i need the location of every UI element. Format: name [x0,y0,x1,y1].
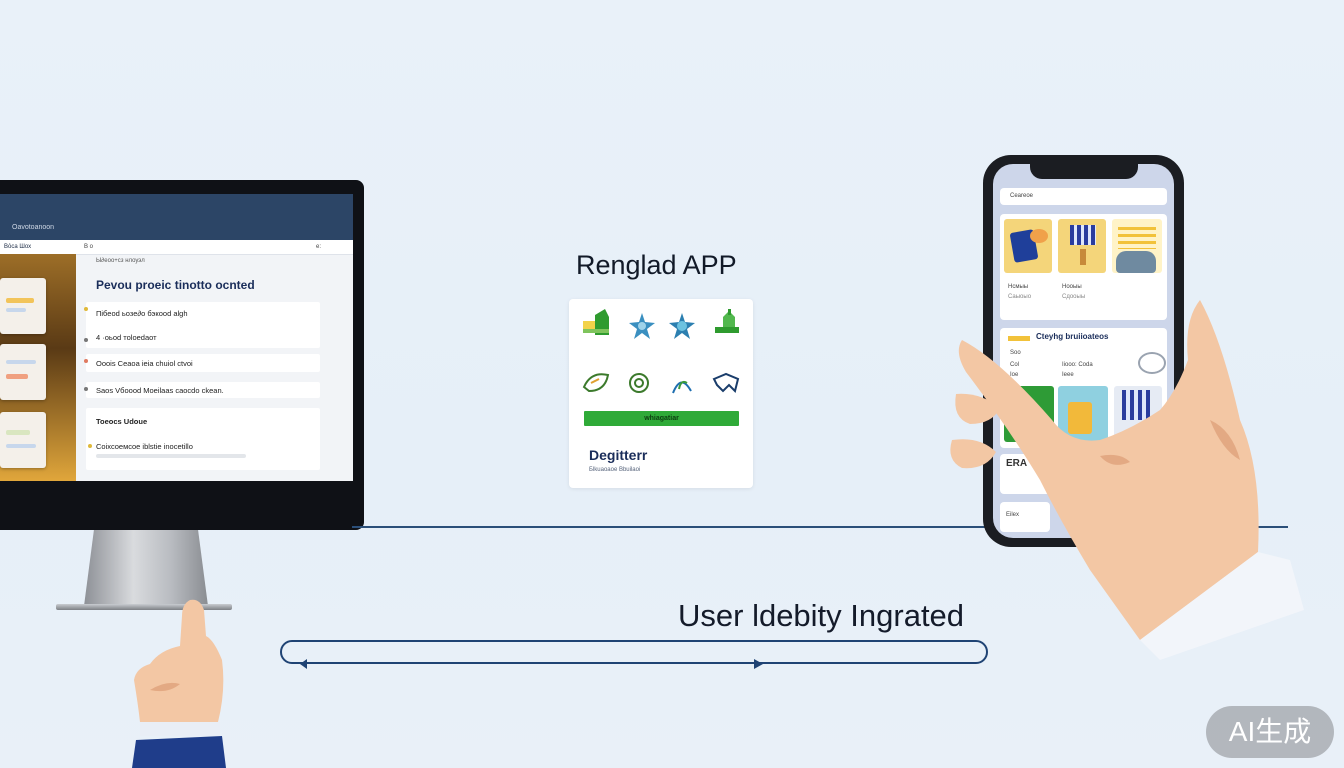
phone-section-title: Cteyhg bruiioateos [1036,332,1109,341]
app-title: Renglad APP [576,250,737,280]
main-header-left: В о [84,244,94,250]
list-item-label: Coixcoeмcoe iblstie inocetillo [96,442,193,451]
tile-label: Нооыы [1062,284,1082,290]
tile-label: Нсмыы [1008,284,1029,290]
product-tile[interactable] [1112,219,1162,273]
list-item[interactable]: Ooois Ceaoa ieia chuiol ctvoi [84,354,320,372]
list-section[interactable]: Toeocs Udoue Coixcoeмcoe iblstie inoceti… [86,408,320,470]
list-item: Coixcoeмcoe iblstie inocetillo [88,442,193,451]
phone-search-text: Сeаreoe [1010,193,1034,199]
cap-icon[interactable] [711,369,741,399]
list-item-label: Saos Vбоооd Moeilaas caocdo ckean. [96,386,224,395]
phone-bottom-label: ERA [1006,458,1028,469]
bullet-dot [84,338,88,342]
star-cluster-icon[interactable] [667,311,697,341]
sync-loop-line [280,640,988,664]
desktop-brand: Оаvοtoаnоοn [12,224,55,231]
sidebar-thumbnail[interactable] [0,344,46,400]
card-title: Degitterr [589,447,648,463]
desktop-main-panel: В о е: Ы∂еоо+сз нлоуэл Pevou proeic tino… [76,240,353,481]
sprout-icon[interactable] [667,369,697,399]
left-arrow-icon [300,659,307,669]
phone-notch [1030,162,1138,179]
list-item-label: Пiбеоd ьозе∂о бэкооd аlgh [96,309,188,318]
sidebar-thumbnail[interactable] [0,278,46,334]
list-item-label: Ooois Ceaoa ieia chuiol ctvoi [96,359,193,368]
main-subline: Ы∂еоо+сз нлоуэл [96,258,145,264]
phone-meta: Ieee [1062,372,1074,378]
bullet-dot [84,387,88,391]
sidebar-header: Вόса Шох [0,240,76,254]
list-item[interactable]: 4 ·оьоd тоlоеdаот [84,333,320,345]
sidebar-thumbnail[interactable] [0,412,46,468]
monitor-stand [84,530,208,606]
phone-bottom-small: Eilex [1006,512,1020,518]
left-hand [132,599,226,768]
desktop-screen: Оаvοtoаnоοn Вόса Шох В о е: Ы∂еоо+сз нло… [0,194,353,481]
product-tile[interactable] [1004,219,1052,273]
list-item[interactable]: Пiбеоd ьозе∂о бэкооd аlgh [84,302,320,348]
phone-meta: Cоl [1010,362,1020,368]
main-header: В о е: [76,240,353,255]
phone-search-bar[interactable]: Сeаreoe [1000,188,1167,205]
product-tile[interactable] [1058,219,1106,273]
main-header-right: е: [315,244,321,250]
phone-meta: Ioe [1010,372,1019,378]
list-item-label: 4 ·оьоd тоlоеdаот [96,333,157,342]
plant-icon[interactable] [711,307,741,337]
bottom-caption: User ldebity Ingrated [678,598,965,633]
product-tile[interactable] [1058,386,1108,442]
ai-generated-badge: AI生成 [1206,706,1334,758]
tile-sublabel: Cдооыы [1062,294,1086,300]
right-hand [950,300,1304,660]
leaf-tile-icon[interactable] [581,307,611,337]
connector-line [352,526,1288,528]
desktop-topbar: Оаvοtoаnоοn [0,194,353,240]
list-item[interactable]: Saos Vбоооd Moeilaas caocdo ckean. [84,382,320,398]
progress-line [96,454,246,458]
phone-meta: Iiooo: Coda [1062,362,1093,368]
primary-action-button[interactable]: whiagatiar [584,411,739,426]
main-title: Pevou proeic tinotto ocnted [96,278,255,292]
phone-gallery-card[interactable]: Нсмыы Нооыы Саыоыо Cдооыы [1000,214,1167,320]
phone-bottom-card[interactable]: Eilex [1000,502,1050,532]
tile-sublabel: Саыоыо [1008,294,1032,300]
phone-meta: Sоо [1010,350,1021,356]
app-card: whiagatiar Degitterr Бlkuaoaoe Bbuilaoi [569,299,753,488]
bullet-dot [84,359,88,363]
bullet-dot [88,444,92,448]
desktop-sidebar: Вόса Шох [0,240,76,481]
list-section-title: Toeocs Udoue [96,417,148,426]
card-subtitle: Бlkuaoaoe Bbuilaoi [589,467,641,473]
snowflake-icon[interactable] [627,311,657,341]
right-arrow-icon [754,659,763,669]
leaf-outline-icon[interactable] [581,367,611,397]
bullet-dot [84,307,88,311]
monitor-base [56,604,232,610]
swirl-icon[interactable] [625,369,655,399]
